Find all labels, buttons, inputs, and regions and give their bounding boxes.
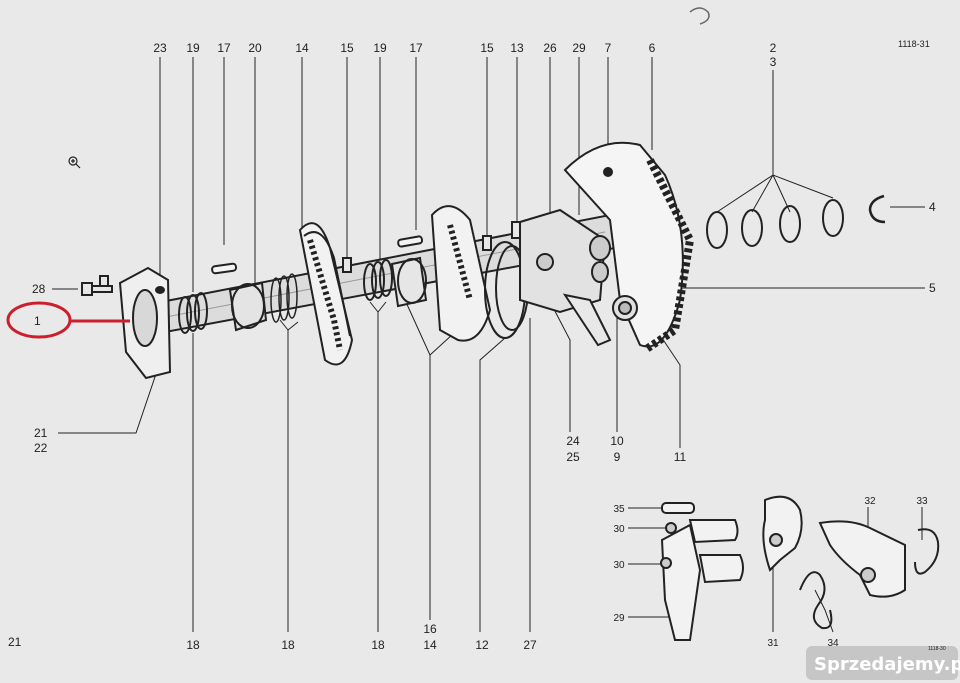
label-26: 26 <box>543 41 557 55</box>
label-29: 29 <box>613 613 625 624</box>
magnifier-icon <box>68 156 81 169</box>
label-20: 20 <box>248 41 262 55</box>
label-30: 30 <box>613 524 625 535</box>
label-15: 15 <box>340 41 354 55</box>
labels-top: 23 19 17 20 14 15 19 17 15 13 26 29 7 6 … <box>153 41 776 69</box>
label-14: 14 <box>423 638 437 652</box>
label-5: 5 <box>929 281 936 295</box>
label-18: 18 <box>186 638 200 652</box>
label-10: 10 <box>610 434 624 448</box>
label-34: 34 <box>827 638 839 649</box>
label-6: 6 <box>649 41 656 55</box>
drawing-code: 1118-31 <box>898 39 930 49</box>
label-11: 11 <box>674 450 687 464</box>
label-33: 33 <box>916 496 928 507</box>
label-19: 19 <box>186 41 200 55</box>
svg-text:Sprzedajemy.pl: Sprzedajemy.pl <box>814 654 960 675</box>
label-12: 12 <box>475 638 489 652</box>
label-14: 14 <box>295 41 309 55</box>
label-17: 17 <box>409 41 423 55</box>
label-2: 2 <box>770 41 777 55</box>
label-30: 30 <box>613 560 625 571</box>
detail-code: 1118-30 <box>928 646 946 652</box>
shaft-assembly <box>81 141 695 380</box>
label-17: 17 <box>217 41 231 55</box>
label-16: 16 <box>423 622 437 636</box>
inset-parts <box>660 495 940 641</box>
label-15: 15 <box>480 41 494 55</box>
label-3: 3 <box>770 55 777 69</box>
label-21: 21 <box>34 426 48 440</box>
bolt-28 <box>81 275 113 296</box>
shim-rings <box>706 199 844 249</box>
label-1: 1 <box>34 314 41 328</box>
label-27: 27 <box>523 638 537 652</box>
label-4: 4 <box>929 200 936 214</box>
scan-smudge <box>689 7 710 25</box>
label-25: 25 <box>566 450 580 464</box>
label-35: 35 <box>613 504 625 515</box>
label-28: 28 <box>32 282 46 296</box>
label-18: 18 <box>371 638 385 652</box>
label-18: 18 <box>281 638 295 652</box>
highlight-part-1 <box>6 301 130 339</box>
watermark: Sprzedajemy.pl <box>806 646 960 680</box>
label-22: 22 <box>34 441 48 455</box>
label-29: 29 <box>572 41 586 55</box>
label-23: 23 <box>153 41 167 55</box>
label-9: 9 <box>614 450 621 464</box>
label-32: 32 <box>864 496 876 507</box>
labels-side: 28 1 21 22 4 5 <box>32 200 936 455</box>
circlip-4 <box>868 194 886 224</box>
labels-inset: 35 30 30 29 31 32 33 34 <box>613 496 928 649</box>
label-13: 13 <box>510 41 524 55</box>
page-number: 21 <box>8 635 22 649</box>
label-24: 24 <box>566 434 580 448</box>
label-31: 31 <box>767 638 779 649</box>
labels-bottom: 18 18 18 16 14 12 27 24 25 10 9 11 <box>186 434 686 652</box>
label-7: 7 <box>605 41 612 55</box>
label-19: 19 <box>373 41 387 55</box>
